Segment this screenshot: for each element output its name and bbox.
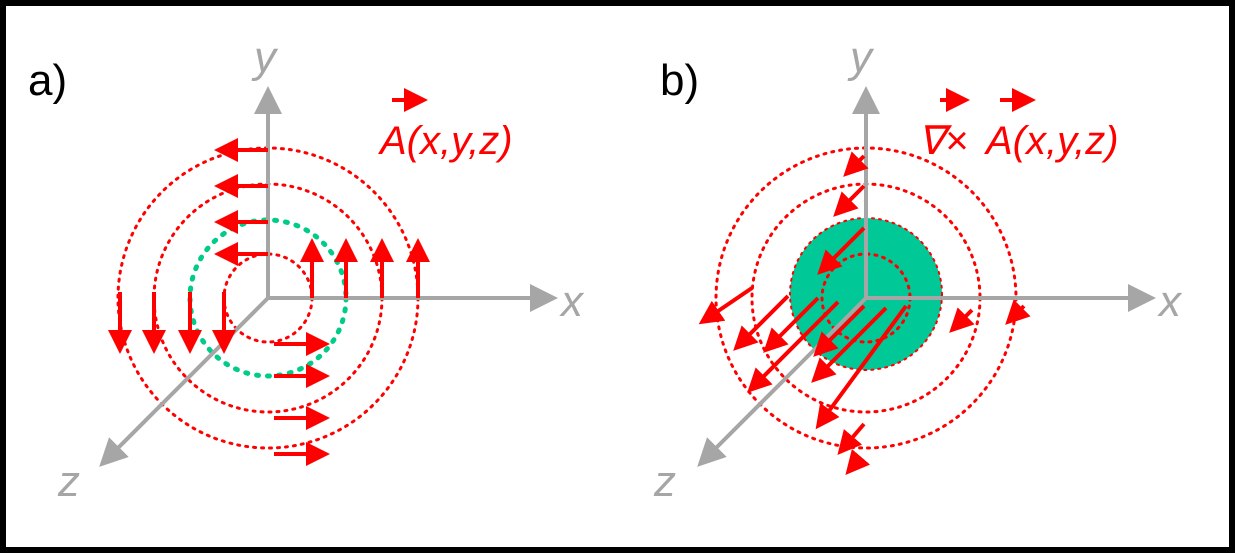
field-arrows-top	[214, 138, 268, 266]
x-axis-label-b: x	[1157, 277, 1183, 326]
panel-b-label: b)	[660, 56, 699, 105]
z-axis-label: z	[57, 457, 80, 506]
y-axis-label: y	[251, 33, 279, 82]
z-axis	[99, 296, 270, 467]
field-label-a: A(x,y,z)	[378, 119, 513, 163]
x-axis-label: x	[559, 277, 585, 326]
curl-arrows	[698, 151, 1031, 476]
figure-canvas: a) y x z	[6, 6, 1229, 547]
field-arrows-right	[300, 238, 430, 298]
z-axis-b	[697, 296, 868, 467]
field-label-b: A(x,y,z)	[984, 119, 1119, 163]
curl-operator-label: ∇×	[918, 119, 968, 163]
z-axis-label-b: z	[653, 457, 676, 506]
panel-a: a) y x z	[28, 33, 585, 506]
diagram-svg: a) y x z	[28, 33, 1183, 506]
panel-a-label: a)	[28, 56, 67, 105]
panel-b: b) y x z	[653, 33, 1183, 506]
field-arrows-left	[108, 292, 236, 354]
field-arrows-bottom	[274, 332, 330, 466]
y-axis-label-b: y	[847, 33, 875, 82]
